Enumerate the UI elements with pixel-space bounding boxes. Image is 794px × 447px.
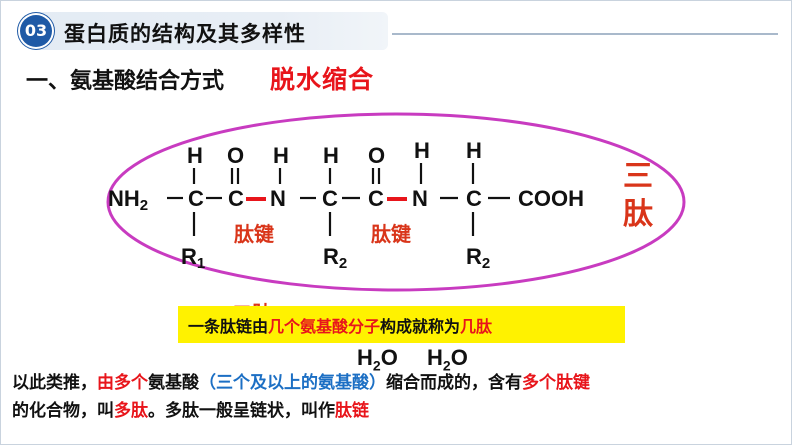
tripeptide-char-2: 肽 <box>623 197 653 232</box>
definition-box: 一条肽链由几个氨基酸分子构成就称为几肽 <box>178 306 625 343</box>
peptide-bond-label-2: 肽键 <box>371 222 411 246</box>
peptide-bond-label-1: 肽键 <box>234 222 274 246</box>
tripeptide-char-1: 三 <box>623 159 653 194</box>
carbonyl-carbon-2: C <box>368 186 384 211</box>
polypeptide-paragraph: 以此类推，由多个氨基酸（三个及以上的氨基酸）缩合而成的，含有多个肽键的化合物，叫… <box>12 369 782 425</box>
dipeptide-partial-label: 二肽 <box>232 297 272 307</box>
alpha-carbon-3: C <box>466 186 482 211</box>
hydrogen-1: H <box>187 143 203 168</box>
definition-highlight-1: 几个氨基酸分子 <box>268 317 381 336</box>
para-text-3: 缩合而成的，含有 <box>386 373 522 393</box>
definition-text-2: 构成就称为 <box>380 317 461 336</box>
oxygen-1: O <box>227 143 244 168</box>
r2-group-b: R2 <box>466 244 490 272</box>
para-highlight-4: 肽链 <box>335 401 369 421</box>
para-text-2: 氨基酸 <box>148 373 199 393</box>
para-text-1: 以此类推， <box>12 373 97 393</box>
r2-group-a: R2 <box>323 244 347 272</box>
para-highlight-3: 多肽 <box>114 401 148 421</box>
amide-nitrogen-1: N <box>270 186 286 211</box>
definition-text-1: 一条肽链由 <box>188 317 269 336</box>
highlight-oval <box>106 112 686 292</box>
water-molecule-1: H2O <box>357 345 398 374</box>
hydrogen-3: H <box>466 138 482 163</box>
para-highlight-1: 由多个 <box>97 373 148 393</box>
section-title: 蛋白质的结构及其多样性 <box>64 22 306 46</box>
section-number-badge: 03 <box>20 15 52 47</box>
subtitle: 一、氨基酸结合方式 <box>26 69 225 94</box>
carbonyl-carbon-1: C <box>228 186 244 211</box>
chemical-bonds <box>167 163 510 236</box>
nh2-group: NH2 <box>108 186 148 214</box>
carboxyl-group: COOH <box>518 186 584 211</box>
hydrogen-n2: H <box>414 138 430 163</box>
para-highlight-2: 多个肽键 <box>522 373 590 393</box>
r1-group: R1 <box>181 244 205 272</box>
definition-highlight-2: 几肽 <box>460 317 493 336</box>
header-divider <box>392 33 778 35</box>
hydrogen-n1: H <box>273 143 289 168</box>
water-molecule-2: H2O <box>427 345 468 374</box>
oxygen-2: O <box>368 143 385 168</box>
subtitle-highlight: 脱水缩合 <box>270 65 375 94</box>
alpha-carbon-1: C <box>188 186 204 211</box>
tripeptide-label: 三 肽 <box>618 158 658 234</box>
para-text-5: 。多肽一般呈链状，叫作 <box>148 401 335 421</box>
alpha-carbon-2: C <box>322 186 338 211</box>
para-text-4: 的化合物，叫 <box>12 401 114 421</box>
para-blue-note: （三个及以上的氨基酸） <box>199 373 386 393</box>
hydrogen-2: H <box>323 143 339 168</box>
header-band <box>18 12 388 50</box>
amide-nitrogen-2: N <box>412 186 428 211</box>
